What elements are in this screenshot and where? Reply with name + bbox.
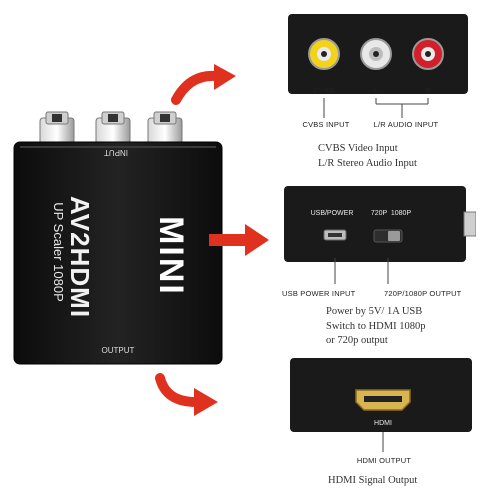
- port-label-cvbs: CVBS: [313, 86, 335, 95]
- arrow-icon: [171, 64, 236, 105]
- rca-jack-icon: [95, 111, 131, 145]
- input-label: INPUT: [104, 148, 128, 157]
- panel-rca-inputs: [288, 14, 468, 94]
- hdmi-port-icon: [355, 389, 411, 411]
- rca-jack-icon: [360, 38, 392, 70]
- desc-video-input: CVBS Video Input: [318, 143, 398, 154]
- switch-label-720p: 720P: [370, 210, 388, 217]
- panel-hdmi-output: HDMI: [290, 358, 472, 432]
- rca-jack-icon: [39, 111, 75, 145]
- caption-resolution-output: 720P/1080P OUTPUT: [384, 289, 462, 298]
- caption-cvbs-input: CVBS INPUT: [302, 120, 350, 129]
- rca-jack-icon: [463, 211, 476, 237]
- panel-usb-switch: USB/POWER 720P 1080P: [284, 186, 476, 262]
- rca-jack-icon: [308, 38, 340, 70]
- rca-ports-graphic: [308, 38, 444, 70]
- hdmi-port-label: HDMI: [374, 420, 392, 427]
- usb-port-icon: [323, 229, 347, 241]
- desc-hdmi-signal: HDMI Signal Output: [328, 475, 418, 486]
- device-body-graphic: [13, 111, 223, 365]
- desc-power: Power by 5V/ 1A USB: [326, 306, 423, 317]
- port-label-l: L: [373, 86, 379, 95]
- device-subtitle: UP Scaler 1080P: [51, 202, 66, 302]
- caption-leader-lines-middle: [334, 258, 389, 284]
- arrow-icon: [155, 373, 218, 416]
- rca-jack-icon: [147, 111, 183, 145]
- desc-switch-line2: or 720p output: [326, 335, 388, 346]
- arrow-icon: [209, 224, 269, 256]
- port-label-r: R: [425, 86, 431, 95]
- hdmi-port-graphic: [355, 389, 411, 411]
- desc-audio-input: L/R Stereo Audio Input: [318, 158, 417, 169]
- caption-hdmi-output: HDMI OUTPUT: [356, 456, 412, 465]
- caption-audio-input: L/R AUDIO INPUT: [373, 120, 439, 129]
- switch-icon: [373, 229, 403, 243]
- usb-power-label: USB/POWER: [310, 210, 354, 217]
- usb-switch-graphic: [323, 211, 476, 243]
- device-illustration: INPUT AV2HDMI UP Scaler 1080P MINI OUTPU…: [0, 0, 230, 500]
- caption-leader-lines: [323, 98, 429, 118]
- panel-usb-switch-body: [284, 186, 466, 262]
- device-brand: MINI: [152, 216, 190, 296]
- caption-leader-line-hdmi: [382, 432, 384, 452]
- output-label: OUTPUT: [101, 346, 135, 355]
- switch-label-1080p: 1080P: [390, 210, 412, 217]
- device-model: AV2HDMI: [65, 195, 95, 319]
- desc-switch-line1: Switch to HDMI 1080p: [326, 321, 426, 332]
- caption-usb-power-input: USB POWER INPUT: [282, 289, 356, 298]
- rca-jack-icon: [412, 38, 444, 70]
